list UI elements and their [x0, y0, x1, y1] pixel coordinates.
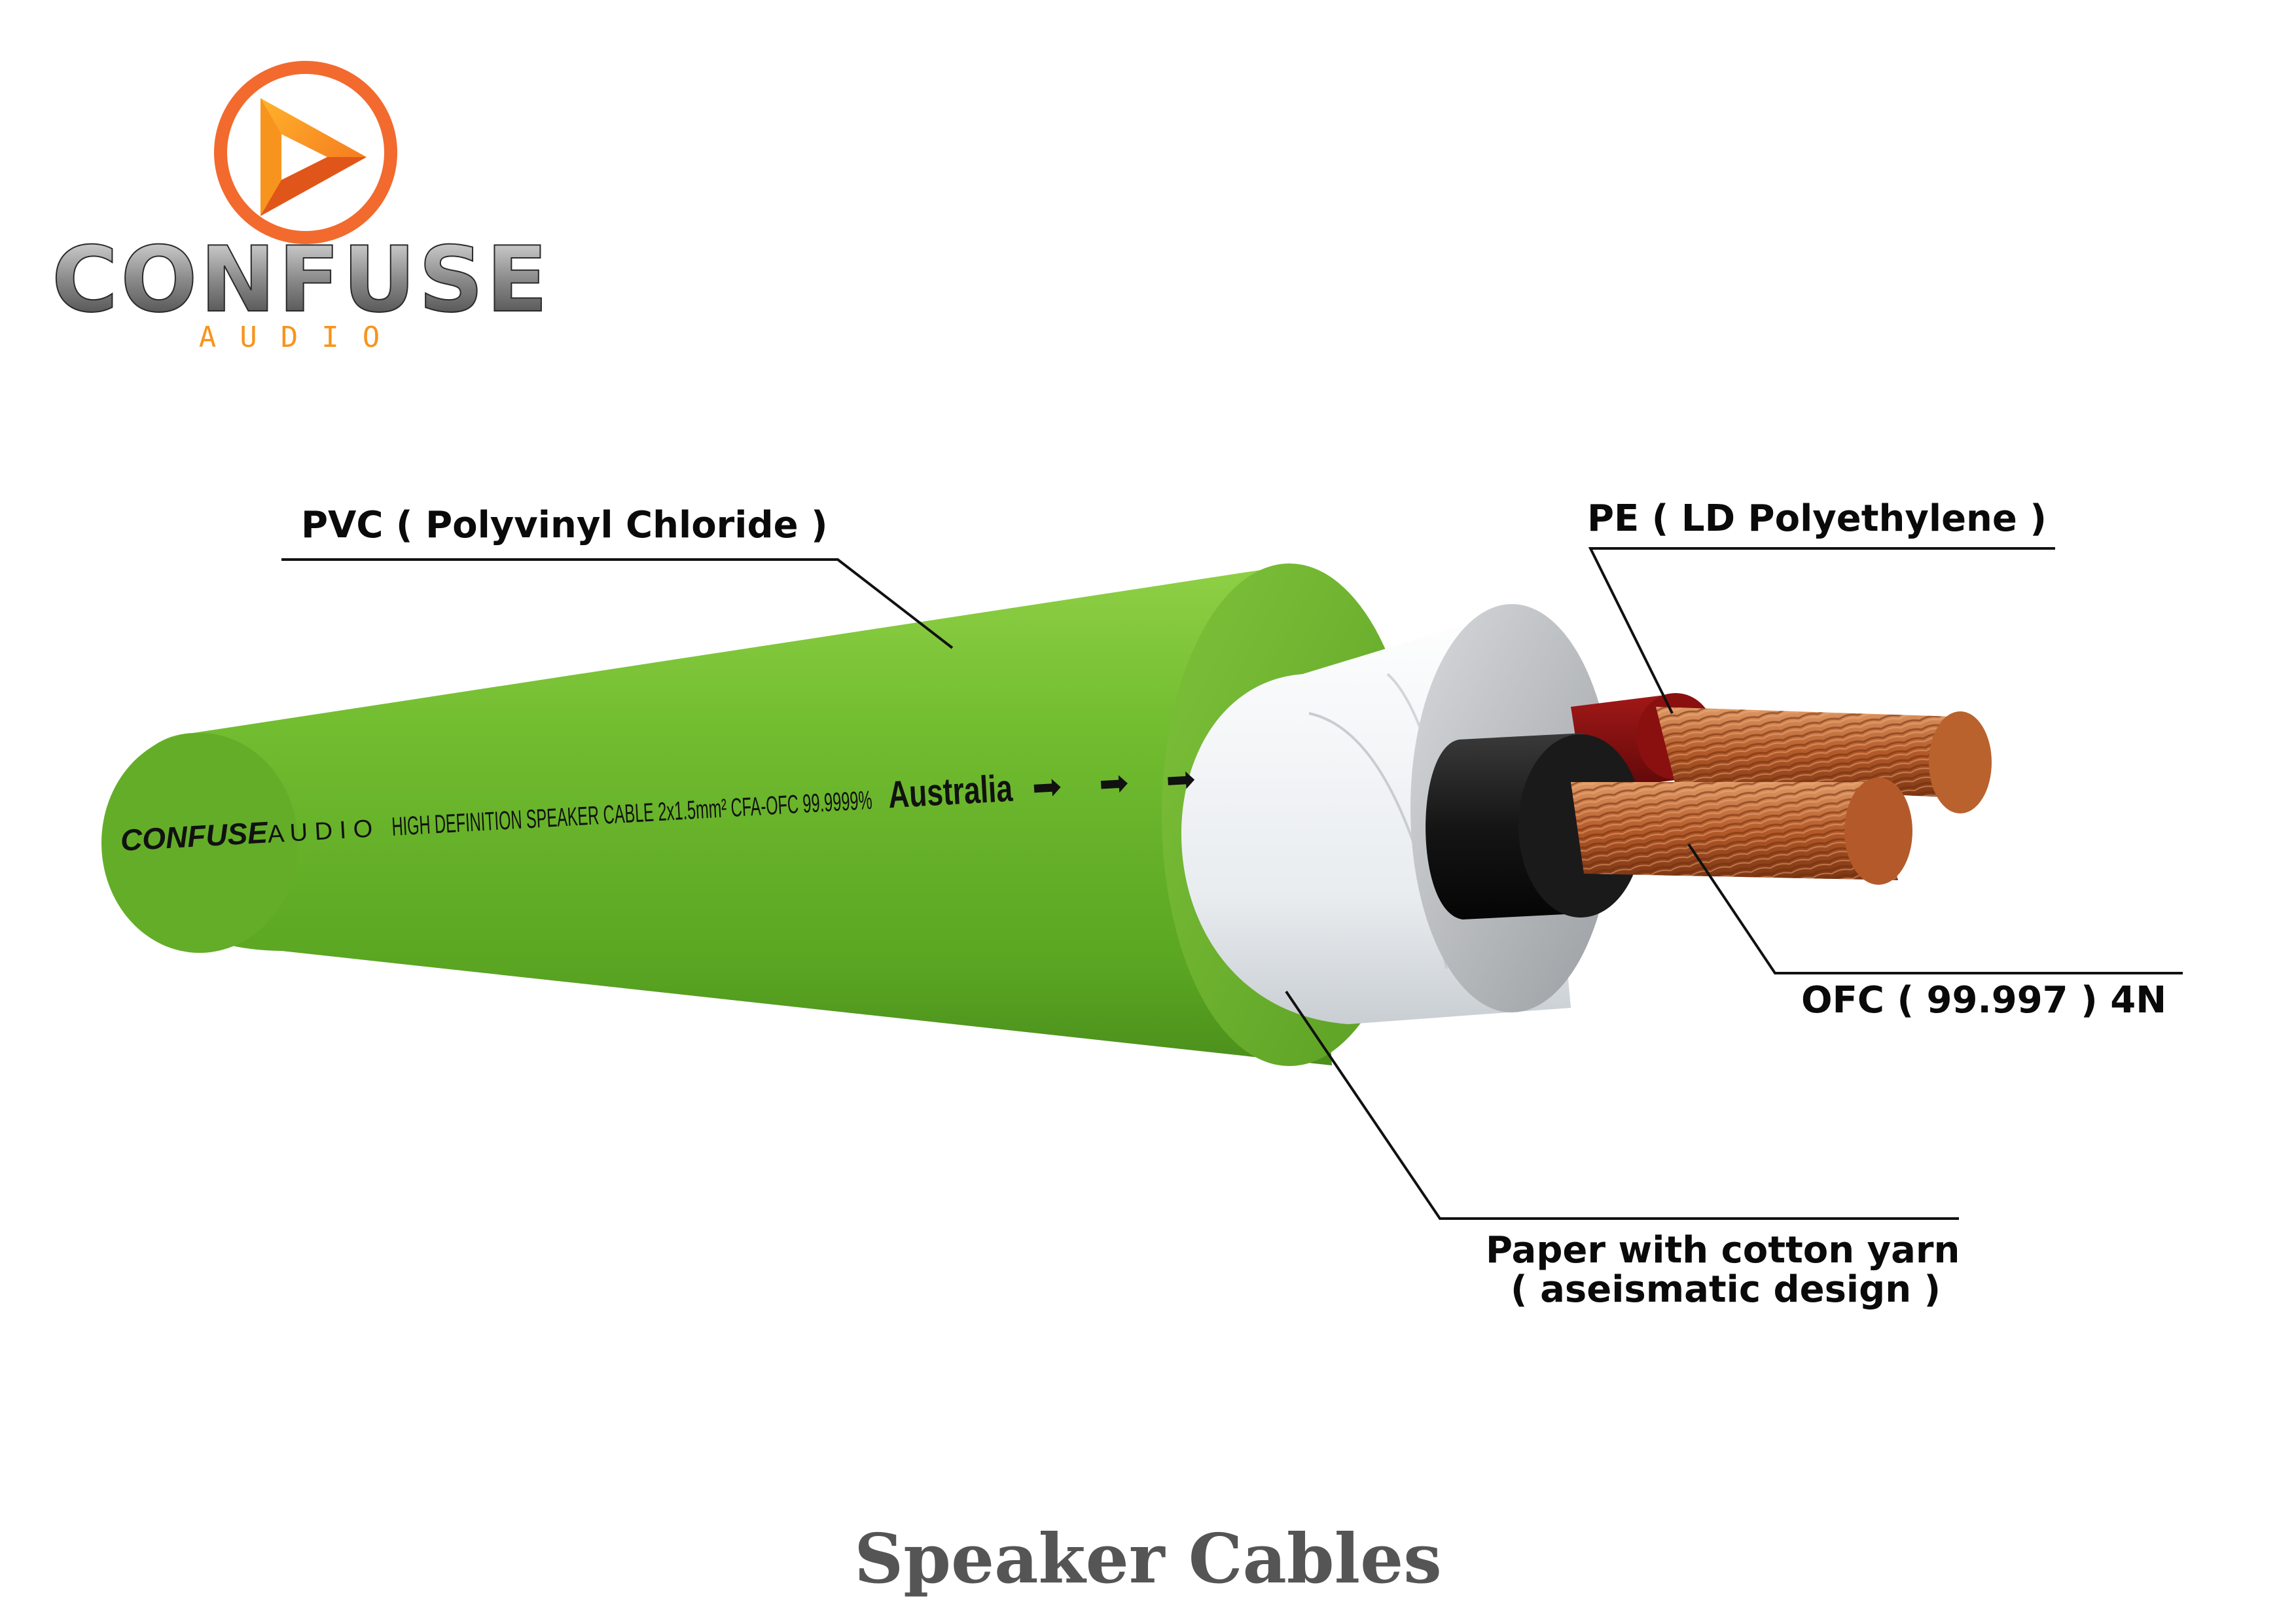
strand-texture: [1656, 707, 1977, 798]
copper-lower-tip: [1844, 777, 1912, 885]
page-title: Speaker Cables: [854, 1518, 1442, 1599]
pvc-jacket: [118, 564, 1333, 1065]
pe-leader-line: [1588, 547, 2055, 714]
paper-label-line1: Paper with cotton yarn: [1486, 1229, 1960, 1272]
play-triangle-icon: [260, 98, 367, 216]
strand-texture: [1571, 782, 1898, 880]
print-audio: A U D I O: [267, 815, 374, 849]
brand-logo: CONFUSE AUDIO: [51, 61, 550, 354]
logo-wordmark: CONFUSE: [52, 227, 550, 332]
direction-arrows-icon: ➡ ➡ ➡: [1031, 757, 1210, 808]
print-origin: Australia: [887, 767, 1014, 817]
pvc-leader-line: [281, 558, 954, 649]
pvc-label: PVC ( Polyvinyl Chloride ): [301, 504, 828, 546]
pe-label: PE ( LD Polyethylene ): [1587, 497, 2047, 540]
copper-upper-tip: [1929, 711, 1992, 813]
jacket-left-end: [101, 733, 298, 953]
ofc-label: OFC ( 99.997 ) 4N: [1801, 979, 2167, 1022]
paper-leader-line: [1285, 990, 1959, 1220]
leader-lines: [281, 547, 2183, 1220]
paper-label-line2: ( aseismatic design ): [1511, 1268, 1941, 1311]
logo-ring: [214, 61, 397, 244]
logo-subtext: AUDIO: [199, 321, 403, 354]
ofc-leader-line: [1687, 843, 2183, 974]
print-brand: CONFUSE: [120, 815, 270, 857]
speaker-cable: CONFUSE A U D I O HIGH DEFINITION SPEAKE…: [101, 563, 1992, 1066]
